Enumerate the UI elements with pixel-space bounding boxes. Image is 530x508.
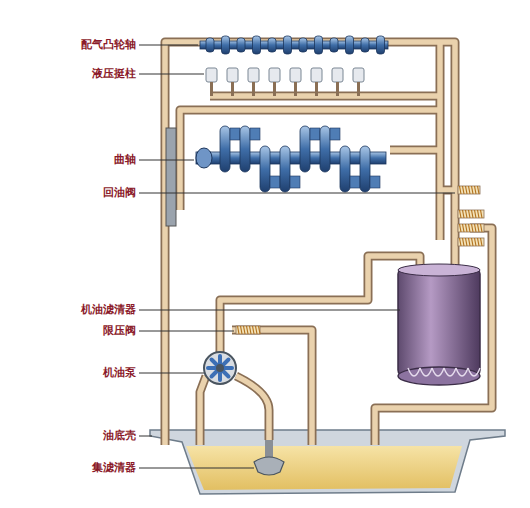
leader-line <box>139 74 204 75</box>
part-label: 回油阀 <box>103 186 136 199</box>
chain-guide <box>166 128 176 226</box>
leader-line <box>139 193 455 194</box>
part-label: 液压挺柱 <box>92 67 136 80</box>
leader-line <box>139 436 152 437</box>
part-label: 配气凸轮轴 <box>81 38 136 51</box>
part-label: 机油滤清器 <box>81 303 136 316</box>
part-label: 油底壳 <box>103 429 136 442</box>
leader-line <box>139 45 198 46</box>
oil-strainer <box>254 440 284 475</box>
crankshaft <box>196 126 386 192</box>
oil-pipes <box>165 42 492 445</box>
part-label: 集滤清器 <box>92 461 136 474</box>
leader-line <box>139 468 254 469</box>
part-label: 曲轴 <box>114 153 136 166</box>
oil-filter <box>398 264 480 385</box>
leader-line <box>139 331 234 332</box>
valves <box>236 186 484 334</box>
hydraulic-lifters <box>206 68 364 96</box>
leader-line <box>139 373 204 374</box>
leader-line <box>139 160 194 161</box>
leader-line <box>139 310 400 311</box>
camshaft <box>200 36 388 54</box>
part-label: 限压阀 <box>103 324 136 337</box>
part-label: 机油泵 <box>103 366 136 379</box>
oil-pump <box>204 352 236 384</box>
